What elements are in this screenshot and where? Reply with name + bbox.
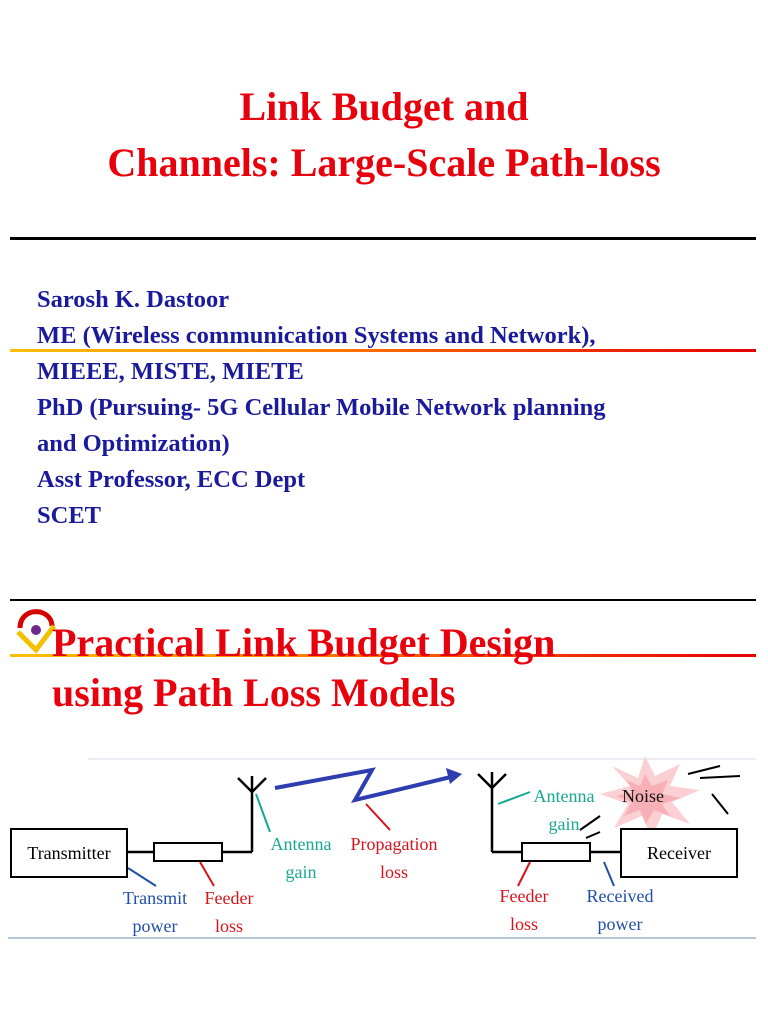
noise-label: Noise [622, 786, 664, 806]
author-memberships: MIEEE, MISTE, MIETE [37, 358, 304, 385]
transmit-power-label: Transmit power [122, 888, 188, 936]
slide2-gradient-rule [10, 654, 756, 657]
slide2-top-divider [10, 599, 756, 601]
received-power-label: Received power [586, 886, 654, 934]
antenna-gain-rx-label: Antenna gain [533, 786, 595, 834]
slide1-title-line1: Link Budget and [239, 84, 529, 129]
slide1-gradient-rule [10, 349, 756, 352]
institute-logo [16, 609, 56, 654]
author-phd-cont: and Optimization) [37, 430, 230, 457]
link-budget-diagram [8, 756, 756, 939]
slide1-divider [10, 237, 756, 240]
feeder-loss-rx-label: Feeder loss [499, 886, 549, 934]
feeder-loss-tx-label: Feeder loss [204, 888, 254, 936]
slide2-title-line2: using Path Loss Models [52, 670, 456, 715]
author-name: Sarosh K. Dastoor [37, 286, 230, 313]
antenna-gain-tx-label: Antenna gain [270, 834, 332, 882]
transmitter-label: Transmitter [27, 842, 111, 863]
slide1-title-line2: Channels: Large-Scale Path-loss [107, 140, 661, 185]
transmitter-box: Transmitter [10, 828, 128, 878]
slide2-title-line1: Practical Link Budget Design [52, 620, 556, 665]
slide2-title: Practical Link Budget Design using Path … [52, 618, 752, 718]
receiver-box: Receiver [620, 828, 738, 878]
author-block: Sarosh K. Dastoor ME (Wireless communica… [37, 282, 757, 534]
author-institute: SCET [37, 502, 102, 529]
receiver-label: Receiver [647, 842, 711, 863]
author-position: Asst Professor, ECC Dept [37, 466, 306, 493]
propagation-loss-label: Propagation loss [350, 834, 438, 882]
author-degree: ME (Wireless communication Systems and N… [37, 322, 596, 349]
author-phd: PhD (Pursuing- 5G Cellular Mobile Networ… [37, 394, 606, 421]
